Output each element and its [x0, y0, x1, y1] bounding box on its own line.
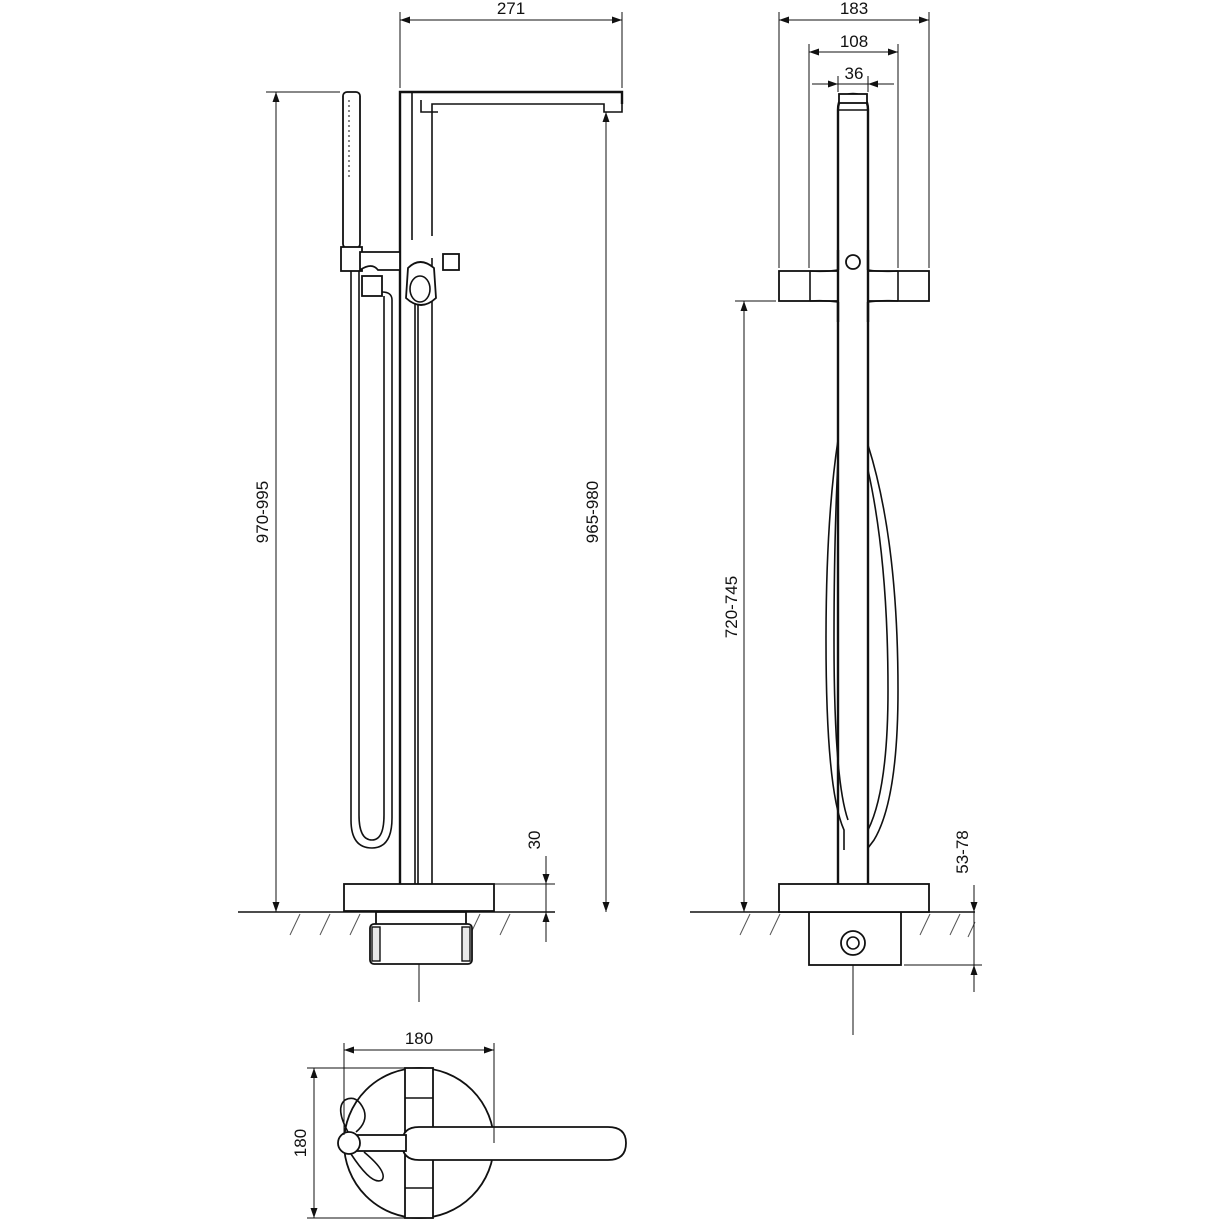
side-base-plate-label: 30	[525, 831, 544, 850]
side-column-outline	[398, 90, 624, 884]
side-base-plate	[343, 883, 495, 912]
side-subfloor-grip-left	[371, 926, 381, 962]
front-hose-left-inner	[833, 459, 849, 821]
front-spout-tip	[838, 93, 868, 104]
top-width-label: 180	[405, 1029, 433, 1048]
front-handle-span-label: 183	[840, 0, 868, 18]
side-subfloor-grip-right	[461, 926, 471, 962]
side-diverter-knob-face	[409, 275, 431, 303]
front-dim-handle-span: 183	[778, 0, 930, 268]
side-total-height-label: 970-995	[253, 481, 272, 543]
side-dim-total-height: 970-995	[253, 91, 340, 912]
side-hose-connector	[361, 275, 383, 297]
side-dim-base-plate: 30	[494, 831, 555, 942]
side-hose-outer	[350, 271, 393, 849]
top-dim-width: 180	[343, 1029, 495, 1143]
top-holder-ring	[337, 1131, 361, 1155]
front-base-depth-label: 53-78	[953, 830, 972, 873]
side-dim-reach: 271	[399, 0, 623, 88]
top-dim-depth: 180	[291, 1067, 412, 1219]
front-view: 183 108 36 720-745	[690, 0, 982, 1035]
front-base-plate	[778, 883, 930, 913]
side-spout-height-label: 965-980	[583, 481, 602, 543]
side-reach-label: 271	[497, 0, 525, 18]
side-holder-arm	[359, 251, 401, 272]
front-spout-width-label: 36	[845, 64, 864, 83]
front-dim-spout-width: 36	[812, 64, 894, 92]
side-view: 271 970-995 965-980 30	[238, 0, 624, 1002]
side-subfloor-body	[369, 923, 473, 965]
side-column-inner-lines	[414, 300, 419, 884]
front-inner-width-label: 108	[840, 32, 868, 51]
front-dim-handle-height: 720-745	[722, 300, 776, 912]
front-dim-base-depth: 53-78	[904, 830, 982, 992]
front-hose-right-outer	[867, 444, 899, 849]
front-lever-hub	[845, 254, 861, 270]
front-handle-height-label: 720-745	[722, 576, 741, 638]
side-spout-inner-lines	[411, 92, 438, 240]
top-depth-label: 180	[291, 1129, 310, 1157]
side-hand-shower	[342, 91, 361, 249]
side-hose-inner	[358, 271, 385, 841]
front-column	[836, 92, 870, 884]
top-spout	[401, 1126, 627, 1161]
top-view: 180 180	[291, 1029, 627, 1219]
front-hose-left-outer	[825, 439, 845, 850]
front-dim-inner-width: 108	[808, 32, 899, 268]
front-subfloor-port-outer	[840, 930, 866, 956]
front-subfloor-port-inner	[846, 936, 860, 950]
top-hose-lower	[350, 1151, 384, 1182]
side-shower-holder	[340, 246, 363, 272]
top-hose-upper	[339, 1097, 366, 1133]
side-lever	[442, 253, 460, 271]
front-hose-right-inner	[867, 469, 889, 831]
side-dim-spout-height: 965-980	[583, 112, 610, 912]
side-spout-underside	[431, 103, 623, 236]
